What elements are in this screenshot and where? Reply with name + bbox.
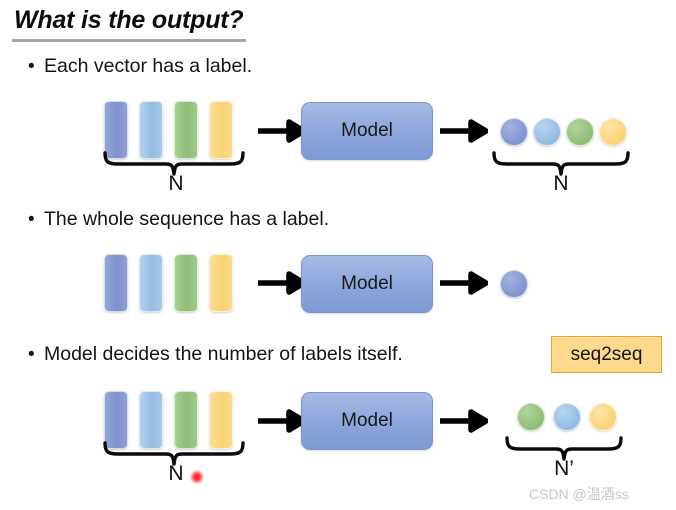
row-3-arrow-to-model-icon: [258, 409, 306, 433]
row-3-input-vector-2: [139, 391, 163, 449]
row-2-input-vector-3: [174, 254, 198, 312]
row-2-input-vector-4: [209, 254, 233, 312]
bullet-marker-icon: •: [28, 56, 35, 77]
row-3-output-brace-label: N’: [554, 457, 574, 480]
seq2seq-badge: seq2seq: [551, 336, 662, 373]
row-3-model-label: Model: [341, 410, 393, 431]
bullet-item-2-label: The whole sequence has a label.: [44, 208, 330, 230]
row-1-input-brace-icon: [103, 151, 245, 176]
row-2-arrow-to-output-icon: [440, 271, 488, 295]
row-1-input-vector-1: [104, 101, 128, 159]
watermark-text: CSDN @温酒ss: [529, 486, 629, 502]
row-3-arrow-to-output-icon: [440, 409, 488, 433]
bullet-item-3-label: Model decides the number of labels itsel…: [44, 343, 403, 365]
row-1-output-circle-1: [500, 118, 528, 146]
row-3-input-vector-1: [104, 391, 128, 449]
row-1-model-label: Model: [341, 120, 393, 141]
row-1-input-vector-2: [139, 101, 163, 159]
row-1-output-circle-3: [566, 118, 594, 146]
row-1-input-vector-4: [209, 101, 233, 159]
row-1-input-brace-label: N: [168, 172, 184, 195]
row-2-input-vector-2: [139, 254, 163, 312]
bullet-item-3: • Model decides the number of labels itse…: [28, 343, 403, 366]
row-2-output-circle-1: [500, 270, 528, 298]
row-3-input-vector-4: [209, 391, 233, 449]
row-1-arrow-to-model-icon: [258, 119, 306, 143]
bullet-marker-icon-2: •: [28, 209, 35, 230]
title-underline-rule: [12, 39, 246, 42]
row-2-model-label: Model: [341, 273, 393, 294]
row-1-output-circle-2: [533, 118, 561, 146]
row-3-input-brace-label: N: [168, 462, 184, 485]
bullet-marker-icon-3: •: [28, 344, 35, 365]
row-2-input-vector-1: [104, 254, 128, 312]
row-3-input-brace-icon: [103, 441, 245, 466]
row-3-output-circle-1: [517, 403, 545, 431]
row-1-model-box: Model: [301, 102, 433, 160]
page-title: What is the output?: [14, 6, 244, 34]
row-2-arrow-to-model-icon: [258, 271, 306, 295]
bullet-item-1: • Each vector has a label.: [28, 55, 252, 78]
row-3-input-vector-3: [174, 391, 198, 449]
bullet-item-1-label: Each vector has a label.: [44, 55, 253, 77]
row-3-model-box: Model: [301, 392, 433, 450]
row-3-output-brace-icon: [505, 436, 623, 461]
row-1-arrow-to-output-icon: [440, 119, 488, 143]
row-3-output-circle-2: [553, 403, 581, 431]
row-1-output-brace-label: N: [553, 172, 569, 195]
row-1-output-circle-4: [599, 118, 627, 146]
bullet-item-2: • The whole sequence has a label.: [28, 208, 329, 231]
row-1-output-brace-icon: [492, 151, 630, 176]
row-3-output-circle-3: [589, 403, 617, 431]
seq2seq-badge-label: seq2seq: [570, 343, 643, 365]
cursor-highlight-dot: [190, 470, 204, 484]
row-2-model-box: Model: [301, 255, 433, 313]
row-1-input-vector-3: [174, 101, 198, 159]
